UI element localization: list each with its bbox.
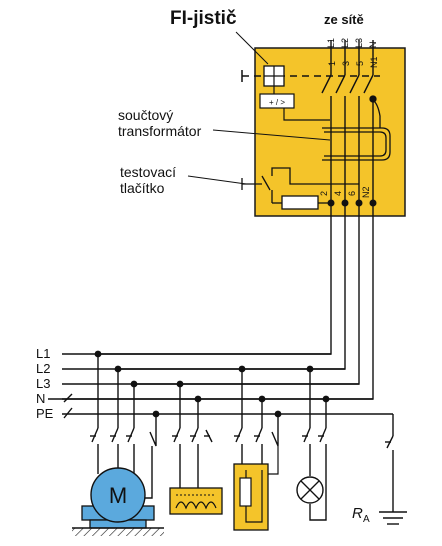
sensor-lead	[283, 108, 330, 121]
bus-label-l3: L3	[36, 376, 50, 391]
supply-terminal-l1: L1	[326, 38, 336, 48]
appliance-load	[233, 446, 279, 531]
bus-labels: L1 L2 L3 N PE	[36, 346, 54, 421]
supply-terminal-n: N	[368, 42, 378, 49]
bus-bars	[62, 353, 393, 415]
terminal-4: 4	[333, 191, 343, 196]
motor-ground-hatch	[72, 528, 164, 536]
rcd-title: FI-jistič	[170, 8, 237, 29]
supply-label: ze sítě	[324, 12, 364, 27]
bus-label-l2: L2	[36, 361, 50, 376]
summing-transformer	[322, 95, 391, 161]
transformer-label-1: součtový	[118, 107, 173, 123]
bus-slash-marks	[63, 393, 73, 419]
transformer-label-2: transformátor	[118, 123, 202, 139]
lamp-icon	[296, 476, 324, 504]
latch-icon	[263, 65, 285, 87]
supply-wires	[330, 40, 374, 75]
heater-load	[169, 487, 223, 515]
test-pointer	[187, 175, 247, 185]
rcd-main-contacts	[321, 74, 374, 200]
test-label-1: testovací	[120, 164, 176, 180]
heater-branch	[172, 384, 213, 490]
test-circuit	[241, 167, 359, 203]
transformer-pointer	[212, 129, 331, 141]
supply-terminal-l2: L2	[340, 38, 350, 48]
supply-terminal-labels: L1 L2 L3 N	[326, 38, 378, 48]
rcd-top-numbers: 1 3 5 N1	[327, 56, 379, 68]
test-label-2: tlačítko	[120, 180, 165, 196]
terminal-3: 3	[341, 61, 351, 66]
terminal-2: 2	[319, 191, 329, 196]
ra-label: R	[352, 505, 363, 522]
bus-label-l1: L1	[36, 346, 50, 361]
trip-sensor: + / >	[259, 86, 295, 109]
bus-label-n: N	[36, 391, 45, 406]
terminal-1: 1	[327, 61, 337, 66]
motor: M	[72, 467, 164, 536]
supply-terminal-l3: L3	[354, 38, 364, 48]
title-pointer	[235, 31, 269, 65]
test-resistor	[281, 195, 319, 210]
sensor-symbol: + / >	[269, 98, 285, 107]
motor-symbol: M	[109, 483, 127, 508]
lamp-branch	[302, 369, 327, 521]
earth-electrode	[379, 414, 407, 525]
terminal-n2: N2	[361, 186, 371, 198]
terminal-6: 6	[347, 191, 357, 196]
ra-subscript: A	[363, 514, 370, 525]
rcd-bottom-numbers: 2 4 6 N2	[319, 186, 371, 198]
terminal-5: 5	[355, 61, 365, 66]
bus-label-pe: PE	[36, 406, 54, 421]
terminal-n1: N1	[369, 56, 379, 68]
rcd-bottom-terminals	[327, 199, 377, 207]
